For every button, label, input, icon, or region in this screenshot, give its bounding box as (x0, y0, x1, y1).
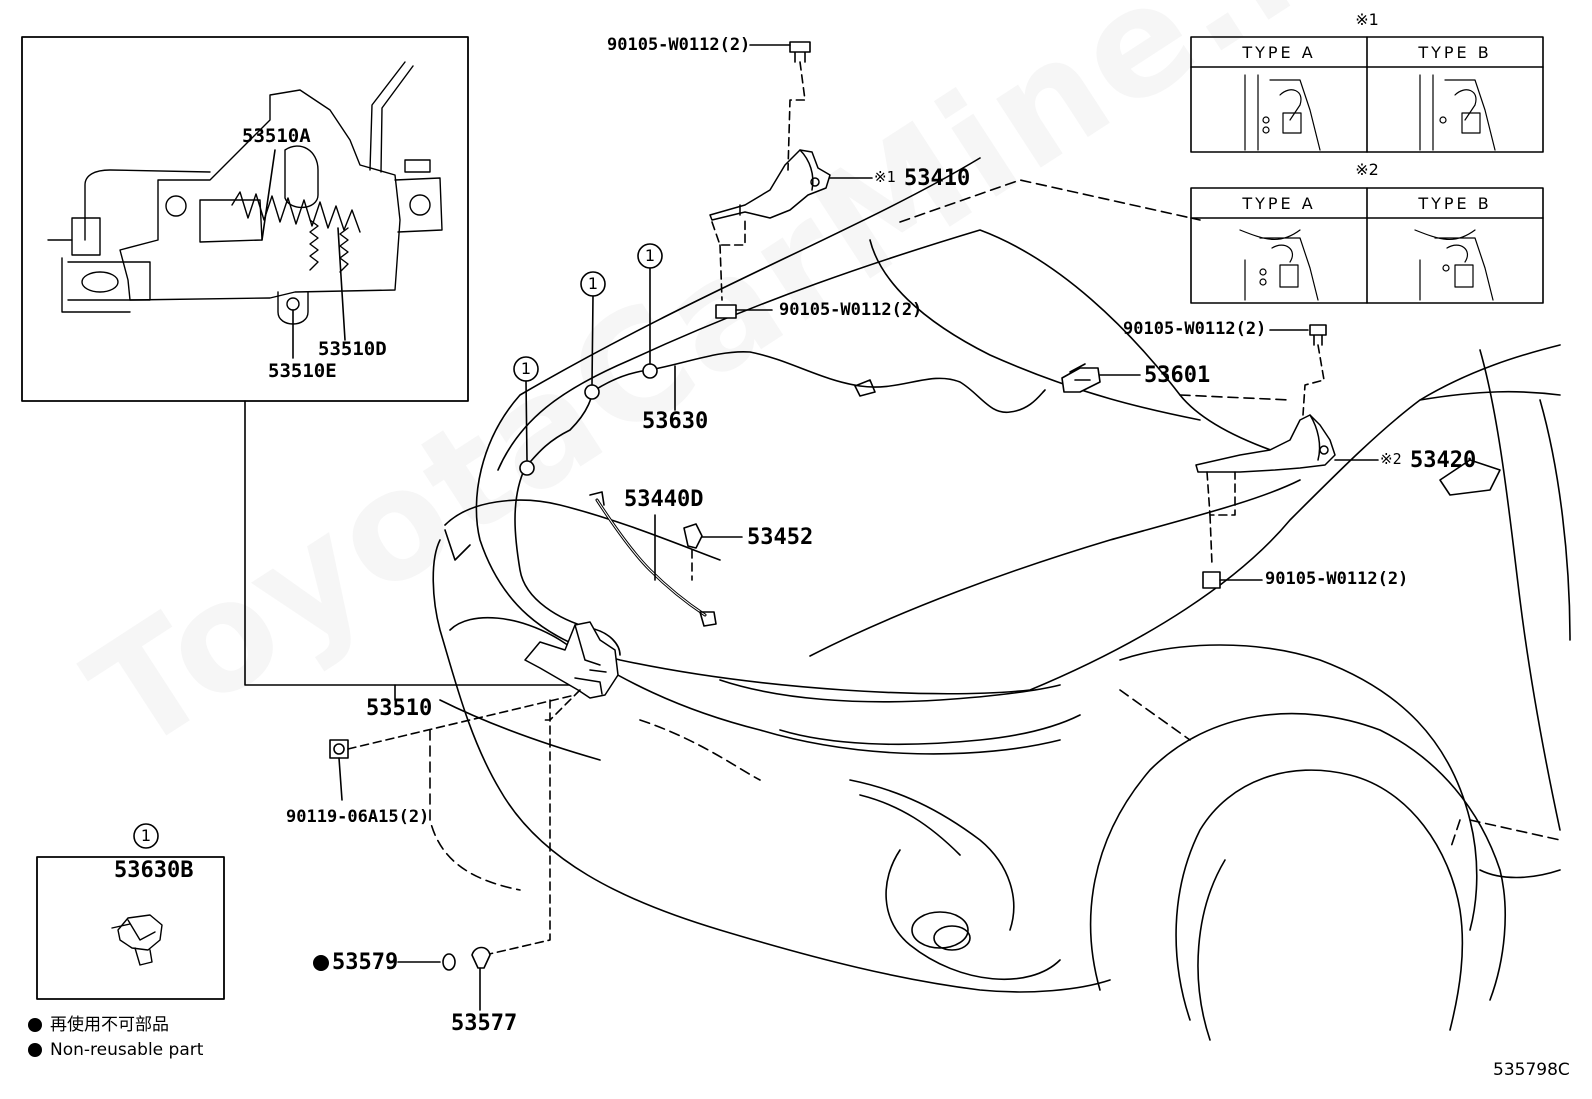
hinge-left-53410 (709, 149, 831, 221)
bolt-top-left (789, 41, 811, 63)
label-bolt-right-top: 90105-W0112(2) (1123, 319, 1267, 339)
latch-detail-box (21, 36, 469, 402)
label-hinge-left-ref: ※1 (874, 168, 896, 186)
type-table-2-b: TYPE B (1418, 194, 1492, 213)
leader-53510D (337, 227, 346, 341)
wire-53440D (595, 498, 707, 617)
label-53452: 53452 (747, 525, 814, 550)
hood-cable-53630 (524, 350, 1046, 469)
leader-53510A (261, 149, 276, 241)
label-53510D: 53510D (318, 338, 387, 360)
legend-bullet-en (28, 1043, 42, 1057)
label-53579: 53579 (332, 950, 399, 975)
label-53630: 53630 (642, 409, 709, 434)
clip-detail-box (36, 856, 225, 1000)
label-bolt-right-bottom: 90105-W0112(2) (1265, 569, 1409, 589)
non-reusable-mark (313, 955, 329, 971)
plug-53579 (442, 953, 456, 971)
car-body (429, 157, 1571, 1041)
leader-bolt-latch (338, 757, 343, 801)
clip-53452 (683, 523, 703, 549)
label-bolt-top: 90105-W0112(2) (607, 35, 751, 55)
hood-latch-53510 (524, 621, 619, 699)
marker-leaders (525, 267, 651, 461)
label-53410: 53410 (904, 166, 971, 191)
wire-end-bottom (699, 611, 717, 627)
wire-end-top (589, 491, 605, 506)
label-bolt-latch: 90119-06A15(2) (286, 807, 430, 827)
bolt-right-top (1309, 324, 1327, 346)
cable-joint (854, 379, 876, 397)
label-53510A: 53510A (242, 125, 311, 147)
cable-clip-1 (519, 460, 535, 476)
bolt-latch (329, 739, 349, 759)
latch-detail-drawing (47, 61, 443, 325)
type-table-2-a: TYPE A (1242, 194, 1316, 213)
legend-ja: 再使用不可部品 (50, 1015, 169, 1035)
cable-clip-3 (642, 363, 658, 379)
clip-53630B-drawing (111, 914, 163, 966)
legend-bullet-ja (28, 1018, 42, 1032)
label-53601: 53601 (1144, 363, 1211, 388)
label-53420: 53420 (1410, 448, 1477, 473)
diagram-id: 535798C (1493, 1060, 1570, 1080)
type-table-1-a: TYPE A (1242, 43, 1316, 62)
bolt-right-bottom (1202, 571, 1221, 589)
label-bolt-mid: 90105-W0112(2) (779, 300, 923, 320)
clip-marker-number: 1 (140, 826, 152, 845)
hood-cable-lower (514, 467, 621, 656)
type-table-1-frame (1190, 36, 1544, 153)
label-53510: 53510 (366, 696, 433, 721)
bolt-mid-left (715, 304, 737, 319)
inset-link-line (244, 400, 576, 686)
type-table-2-mark: ※2 (1355, 160, 1379, 179)
label-hinge-right-ref: ※2 (1380, 450, 1402, 468)
label-marker-1-c: 1 (644, 246, 656, 265)
label-marker-1-a: 1 (520, 359, 532, 378)
label-53577: 53577 (451, 1011, 518, 1036)
clip-marker-circle (133, 823, 159, 849)
hinge-right-53420 (1195, 414, 1336, 473)
cable-clip-2 (584, 384, 600, 400)
legend-en: Non-reusable part (50, 1040, 204, 1060)
type-table-2-frame (1190, 187, 1544, 304)
label-53440D: 53440D (624, 487, 704, 512)
type-thumbnails (1239, 74, 1496, 301)
type-table-1-b: TYPE B (1418, 43, 1492, 62)
grommet-53577 (471, 946, 491, 969)
label-marker-1-b: 1 (587, 274, 599, 293)
type-table-1-mark: ※1 (1355, 10, 1379, 29)
label-53510E: 53510E (268, 360, 337, 382)
label-53630B: 53630B (114, 858, 194, 883)
